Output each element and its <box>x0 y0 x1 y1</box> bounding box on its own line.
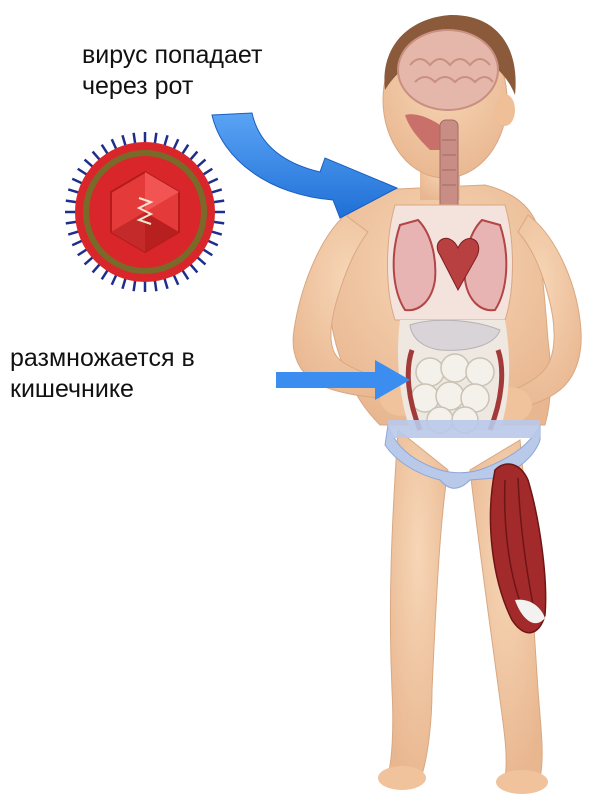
label-intestine-line1: размножается в <box>10 343 195 374</box>
label-mouth-entry: вирус попадает через рот <box>82 40 262 102</box>
label-intestine-line2: кишечнике <box>10 374 195 405</box>
virus-icon <box>65 132 225 292</box>
child-anatomy-icon <box>293 15 581 794</box>
curved-arrow-icon <box>212 113 397 218</box>
label-intestine-replication: размножается в кишечнике <box>10 343 195 405</box>
label-mouth-line1: вирус попадает <box>82 40 262 71</box>
label-mouth-line2: через рот <box>82 71 262 102</box>
